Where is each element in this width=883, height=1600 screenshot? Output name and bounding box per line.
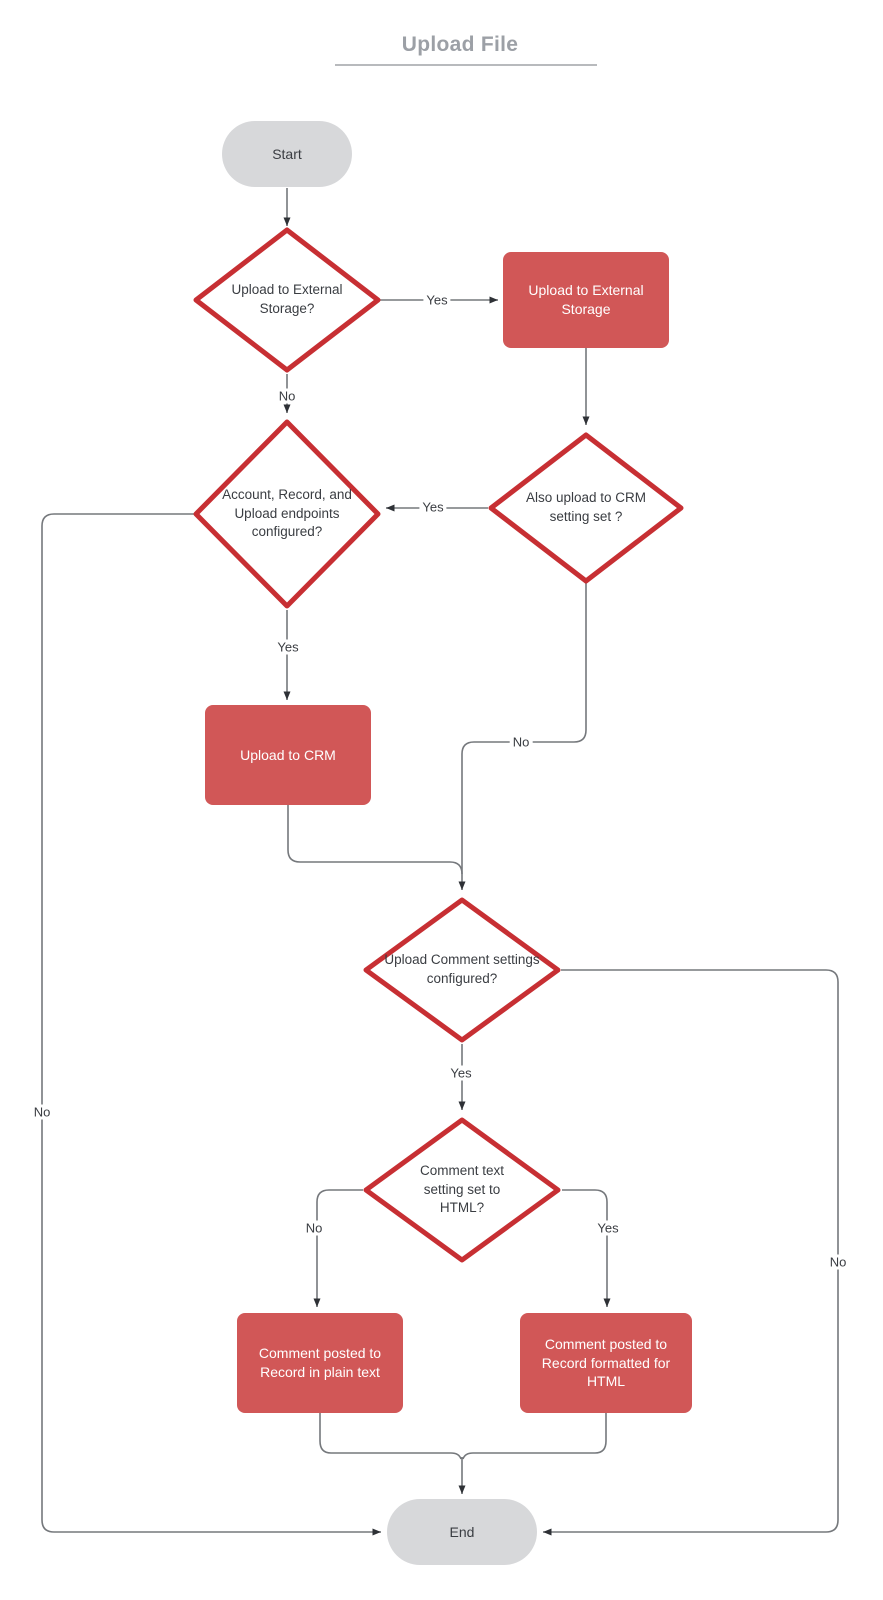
edge-label-crm-setting-no: No [509, 734, 533, 750]
decision-upload-comment-settings-label: Upload Comment settings configured? [384, 952, 540, 986]
start-node: Start [222, 121, 352, 187]
edge-label-comment-settings-yes: Yes [447, 1065, 475, 1081]
page-title: Upload File [401, 33, 519, 56]
edge-label-external-no: No [275, 388, 299, 404]
edge-label-comment-html-no: No [302, 1220, 326, 1236]
start-label: Start [272, 146, 302, 162]
connector-endpoints-no [41, 513, 381, 1536]
diamond-shape [193, 227, 381, 373]
decision-endpoints-configured-label: Account, Record, and Upload endpoints co… [222, 486, 352, 540]
edge-label-comment-html-yes: Yes [594, 1220, 622, 1236]
decision-also-upload-crm-label: Also upload to CRM setting set ? [525, 490, 647, 524]
process-comment-html-label: Comment posted to Record formatted for H… [541, 1335, 671, 1390]
decision-upload-external-storage: Upload to External Storage? [192, 226, 382, 374]
process-comment-html: Comment posted to Record formatted for H… [520, 1313, 692, 1413]
decision-endpoints-configured: Account, Record, and Upload endpoints co… [192, 418, 382, 610]
connector-plain-to-end [319, 1413, 462, 1460]
end-node: End [387, 1499, 537, 1565]
edge-label-crm-setting-yes: Yes [419, 499, 447, 515]
edge-label-endpoints-yes: Yes [274, 639, 302, 655]
connector-html-to-end [462, 1413, 607, 1460]
decision-upload-external-storage-label: Upload to External Storage? [231, 282, 343, 316]
edge-label-endpoints-no: No [30, 1104, 54, 1120]
process-comment-plain-text: Comment posted to Record in plain text [237, 1313, 403, 1413]
diamond-shape [193, 419, 381, 609]
decision-upload-comment-settings: Upload Comment settings configured? [362, 896, 562, 1044]
diamond-shape [488, 432, 684, 584]
process-upload-external-storage-label: Upload to External Storage [528, 282, 644, 317]
decision-comment-text-html-label: Comment text setting set to HTML? [419, 1162, 505, 1216]
process-upload-to-crm: Upload to CRM [205, 705, 371, 805]
end-label: End [449, 1524, 475, 1540]
connector-comment-html-yes [562, 1189, 611, 1307]
title-underline [335, 64, 597, 66]
process-comment-plain-text-label: Comment posted to Record in plain text [258, 1345, 382, 1380]
diamond-shape [363, 1117, 561, 1263]
connector-comment-settings-no [543, 969, 839, 1536]
connector-crm-to-comment-settings [287, 805, 463, 875]
diamond-shape [363, 897, 561, 1043]
process-upload-to-crm-label: Upload to CRM [240, 746, 336, 763]
edge-label-external-yes: Yes [423, 292, 451, 308]
decision-comment-text-html: Comment text setting set to HTML? [362, 1116, 562, 1264]
connector-comment-html-no [313, 1189, 363, 1307]
decision-also-upload-crm: Also upload to CRM setting set ? [487, 431, 685, 585]
process-upload-external-storage: Upload to External Storage [503, 252, 669, 348]
edge-label-comment-settings-no: No [826, 1254, 850, 1270]
